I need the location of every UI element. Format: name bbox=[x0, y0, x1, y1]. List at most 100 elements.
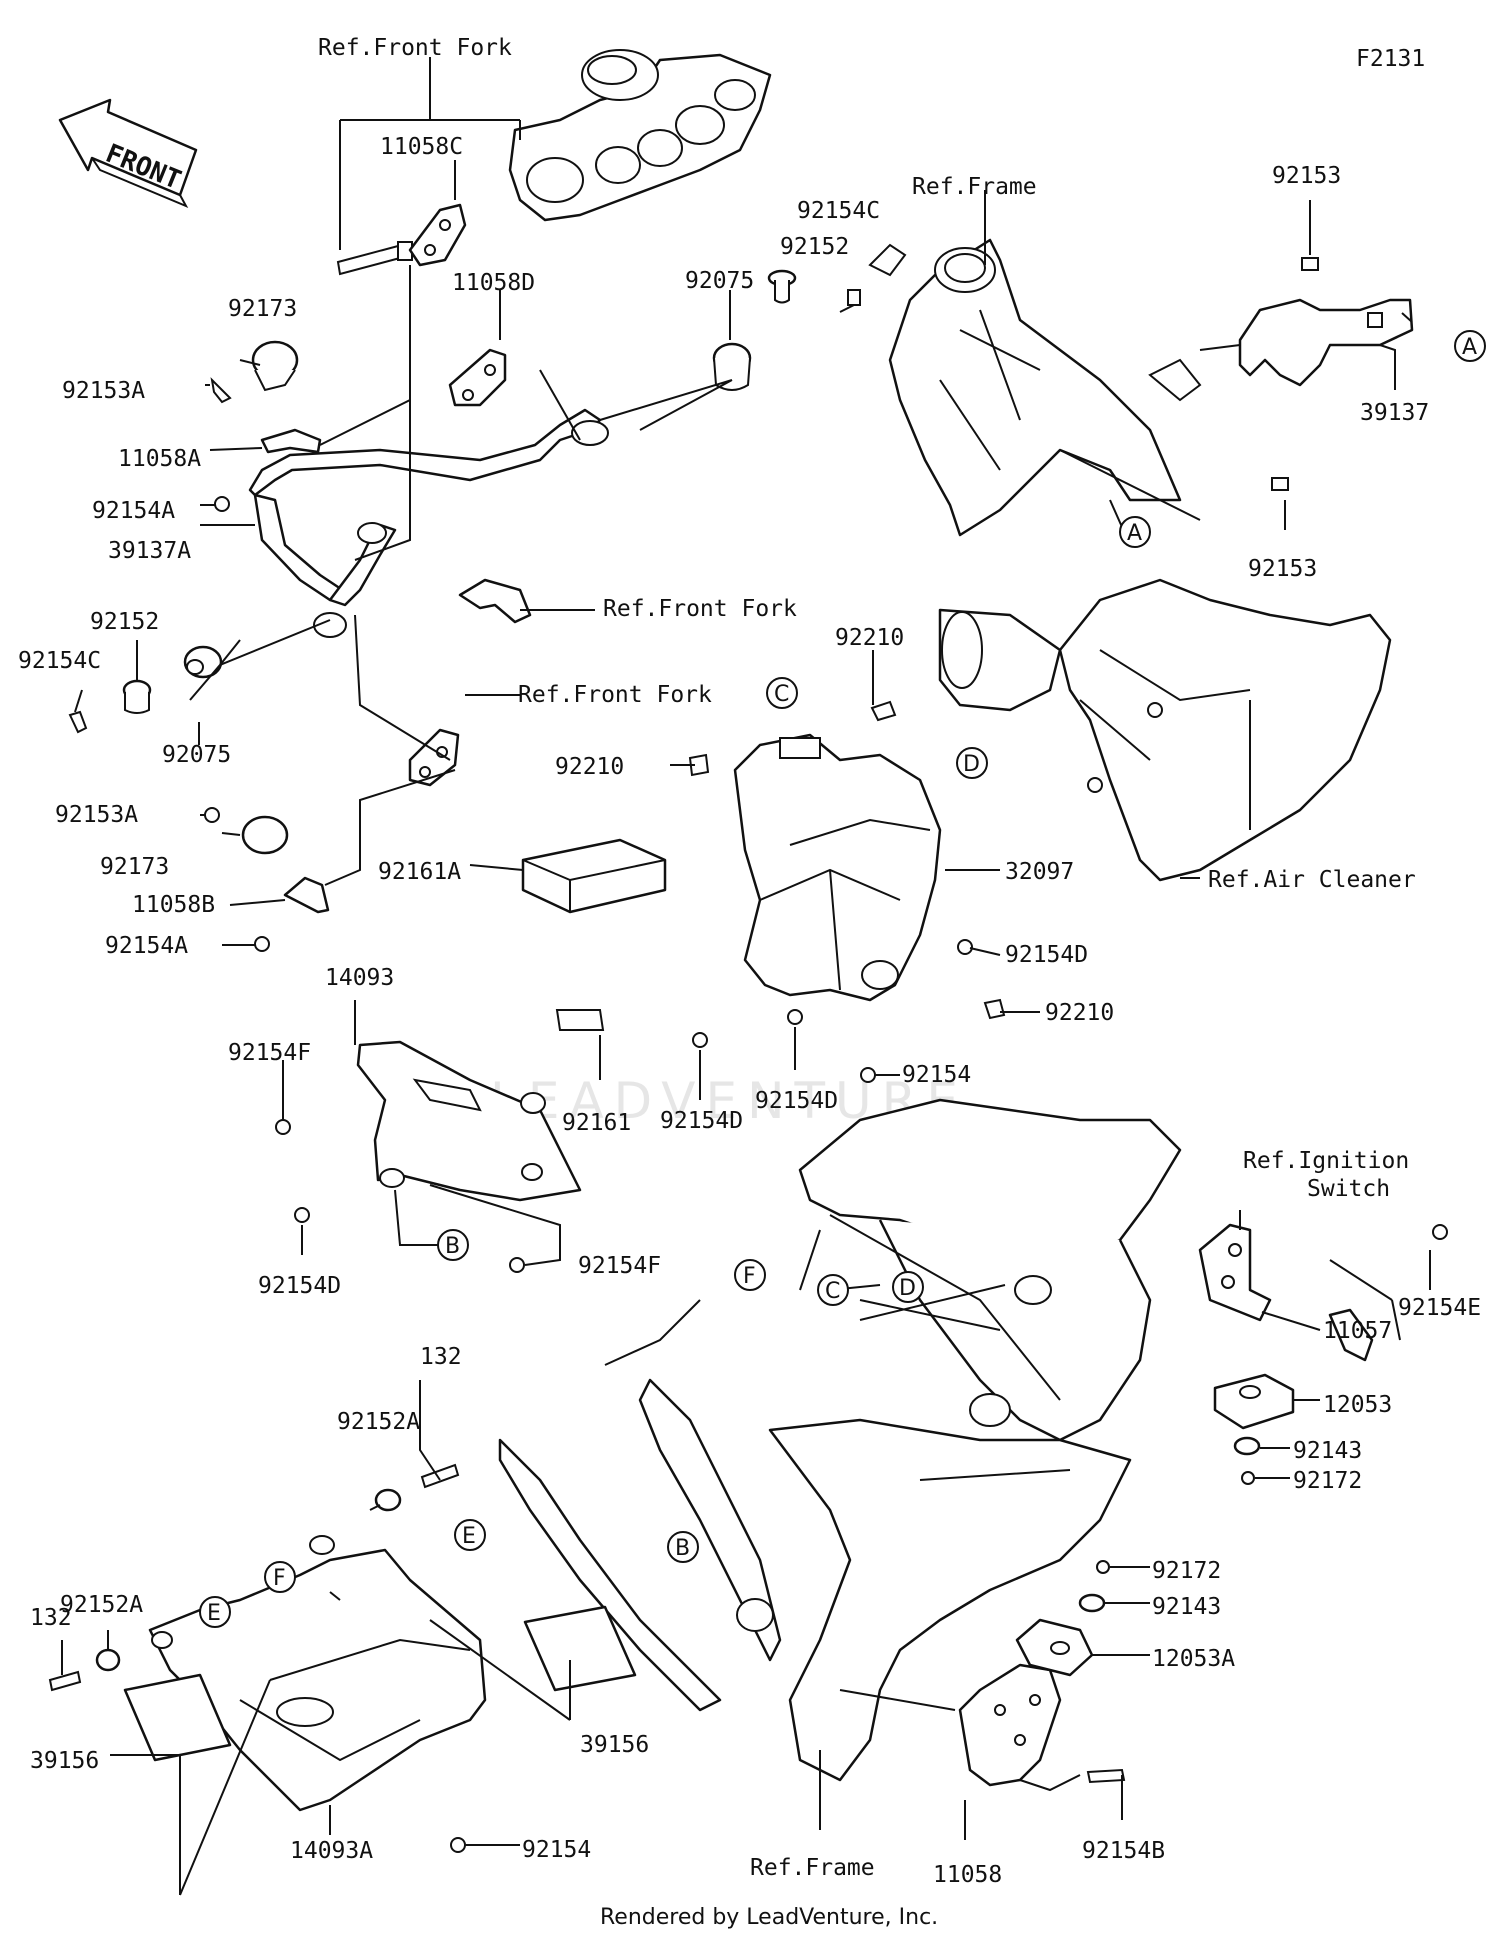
skid-plate-14093A bbox=[148, 1535, 487, 1812]
svg-text:E: E bbox=[207, 1601, 221, 1626]
callout-D-battery: D bbox=[956, 747, 988, 779]
label-92172-right: 92172 bbox=[1293, 1468, 1362, 1494]
label-switch: Switch bbox=[1307, 1176, 1390, 1202]
rubber-12053 bbox=[1213, 1373, 1295, 1430]
label-92075-left: 92075 bbox=[162, 742, 231, 768]
bolt-92153-top bbox=[1301, 257, 1319, 271]
nut-92210-left bbox=[688, 753, 710, 777]
label-ref-front-fork-top: Ref.Front Fork bbox=[318, 35, 512, 61]
bracket-11058C bbox=[408, 203, 467, 267]
label-92173-top: 92173 bbox=[228, 296, 297, 322]
cover-14093 bbox=[356, 1040, 582, 1202]
label-32097: 32097 bbox=[1005, 859, 1074, 885]
svg-text:D: D bbox=[963, 752, 980, 777]
label-92161 bbox=[555, 1009, 605, 1031]
bracket-39137 bbox=[1238, 298, 1414, 387]
callout-C-frame: C bbox=[817, 1274, 849, 1306]
bolt-92154B bbox=[1086, 1768, 1126, 1784]
callout-D-frame: D bbox=[892, 1271, 924, 1303]
svg-text:F: F bbox=[273, 1566, 286, 1591]
svg-text:A: A bbox=[1127, 521, 1142, 546]
label-12053A: 12053A bbox=[1152, 1646, 1235, 1672]
bolt-92154D-b bbox=[787, 1009, 803, 1025]
label-92154D-a: 92154D bbox=[660, 1108, 743, 1134]
label-ref-front-fork-lower: Ref.Front Fork bbox=[518, 682, 712, 708]
bolt-92154A-top bbox=[214, 496, 230, 512]
label-ref-frame-top: Ref.Frame bbox=[912, 174, 1037, 200]
label-92154E: 92154E bbox=[1398, 1295, 1481, 1321]
label-11058C: 11058C bbox=[380, 134, 463, 160]
label-92152A-top: 92152A bbox=[337, 1409, 420, 1435]
label-11058: 11058 bbox=[933, 1862, 1002, 1888]
label-92154D-b: 92154D bbox=[755, 1088, 838, 1114]
label-11057: 11057 bbox=[1323, 1318, 1392, 1344]
label-ref-air-cleaner: Ref.Air Cleaner bbox=[1208, 867, 1416, 893]
label-92161A: 92161A bbox=[378, 859, 461, 885]
label-39156-left: 39156 bbox=[30, 1748, 99, 1774]
svg-text:F: F bbox=[743, 1264, 756, 1289]
label-132-top: 132 bbox=[420, 1344, 462, 1370]
svg-text:B: B bbox=[445, 1234, 460, 1259]
nut-92210-bottom bbox=[983, 998, 1006, 1020]
label-92154C-left: 92154C bbox=[18, 648, 101, 674]
pad-39156-left bbox=[123, 1673, 232, 1762]
figure-code: F2131 bbox=[1356, 46, 1425, 72]
bolt-92153-mid bbox=[1271, 477, 1289, 491]
bolt-132-left bbox=[48, 1670, 82, 1692]
grommet-92075-left bbox=[183, 645, 223, 679]
bolt-92172-right bbox=[1241, 1471, 1255, 1485]
svg-text:C: C bbox=[774, 682, 789, 707]
bolt-92154D-right bbox=[957, 939, 973, 955]
label-92152-top: 92152 bbox=[780, 234, 849, 260]
callout-A-frame: A bbox=[1119, 516, 1151, 548]
bolt-92154D-a bbox=[692, 1032, 708, 1048]
label-92153A-bottom: 92153A bbox=[55, 802, 138, 828]
label-92154-top: 92154 bbox=[902, 1062, 971, 1088]
nut-92210-top bbox=[870, 700, 897, 722]
bolt-92154E bbox=[1432, 1224, 1448, 1240]
label-92161: 92161 bbox=[562, 1110, 631, 1136]
callout-E-frame: E bbox=[454, 1519, 486, 1551]
bolt-92154C-right bbox=[839, 289, 861, 313]
bolt-92153A-top bbox=[210, 377, 232, 404]
svg-text:E: E bbox=[462, 1524, 476, 1549]
bracket-11058 bbox=[958, 1663, 1062, 1787]
bolt-92154F-bottom bbox=[509, 1257, 525, 1273]
label-92154C-top: 92154C bbox=[797, 198, 880, 224]
svg-text:C: C bbox=[825, 1279, 840, 1304]
bolt-92154F-top bbox=[275, 1119, 291, 1135]
bolt-92154-top bbox=[860, 1067, 876, 1083]
callout-F-frame: F bbox=[734, 1259, 766, 1291]
label-14093: 14093 bbox=[325, 965, 394, 991]
washer-92143-right bbox=[1233, 1436, 1261, 1456]
callout-F-skid: F bbox=[264, 1561, 296, 1593]
bolt-92154C-top bbox=[336, 241, 413, 276]
label-ref-front-fork-mid: Ref.Front Fork bbox=[603, 596, 797, 622]
collar-92152A-left bbox=[95, 1648, 121, 1672]
footer-credit: Rendered by LeadVenture, Inc. bbox=[600, 1905, 938, 1930]
label-39137A: 39137A bbox=[108, 538, 191, 564]
svg-text:B: B bbox=[675, 1536, 690, 1561]
collar-92152-top bbox=[767, 269, 797, 304]
clamp-92173-bottom bbox=[241, 815, 289, 855]
upper-triple-clamp bbox=[508, 49, 772, 222]
label-92153-mid: 92153 bbox=[1248, 556, 1317, 582]
label-92153-top: 92153 bbox=[1272, 163, 1341, 189]
label-92210-bottom: 92210 bbox=[1045, 1000, 1114, 1026]
label-92154-bottom: 92154 bbox=[522, 1837, 591, 1863]
part-labels: Ref.Front Fork 11058C 92173 92153A 11058… bbox=[18, 35, 1481, 1888]
label-92172-lower: 92172 bbox=[1152, 1558, 1221, 1584]
collar-92152A-top bbox=[374, 1488, 402, 1512]
label-92154F-bottom: 92154F bbox=[578, 1253, 661, 1279]
label-92143-lower: 92143 bbox=[1152, 1594, 1221, 1620]
label-92154A-bottom: 92154A bbox=[105, 933, 188, 959]
air-cleaner bbox=[938, 578, 1392, 882]
label-92173-bottom: 92173 bbox=[100, 854, 169, 880]
washer-92143-lower bbox=[1078, 1593, 1106, 1613]
label-132-left: 132 bbox=[30, 1605, 72, 1631]
bolt-132-top bbox=[420, 1463, 460, 1489]
svg-text:D: D bbox=[899, 1276, 916, 1301]
label-92152-left: 92152 bbox=[90, 609, 159, 635]
frame-head bbox=[868, 238, 1202, 537]
